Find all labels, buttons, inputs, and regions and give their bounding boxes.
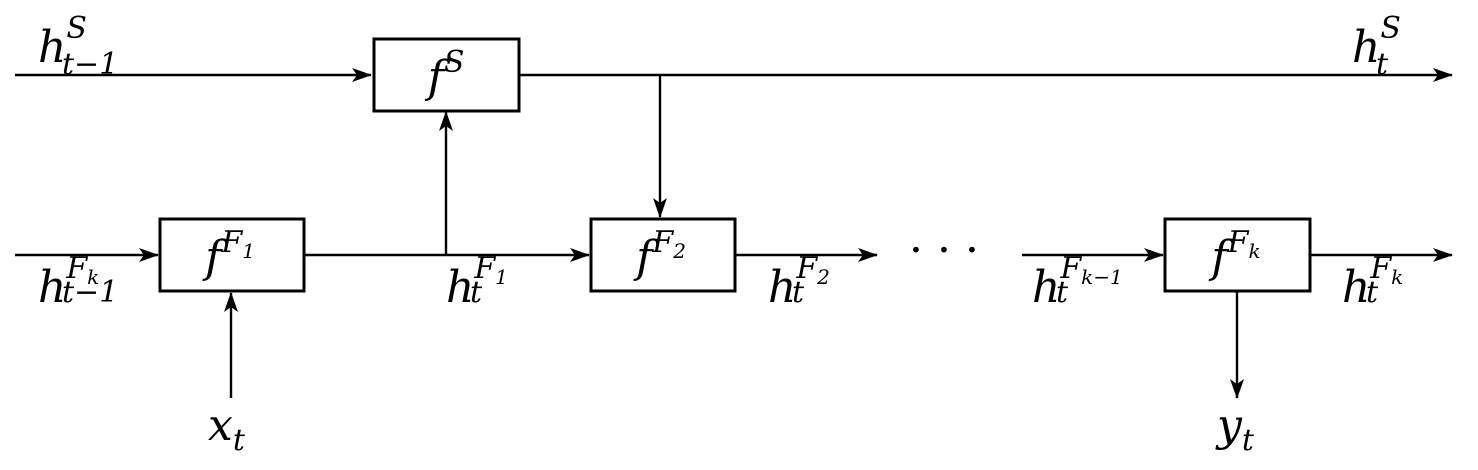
box-ff1: fF1 [158, 217, 306, 293]
label-hfk-out: hFkt [1342, 251, 1403, 313]
box-fs: fS [372, 37, 521, 113]
label-hfk-prev: hFkt−1 [38, 251, 118, 313]
box-ffk: fFk [1163, 217, 1312, 293]
svg-text:fFk: fFk [1208, 225, 1260, 283]
box-ff2: fF2 [589, 217, 737, 293]
label-hf1: hF1t [446, 251, 508, 313]
svg-text:fF1: fF1 [202, 225, 255, 283]
label-xt: xt [208, 400, 246, 458]
label-hfk-minus-1: hFk−1t [1032, 251, 1123, 313]
label-yt: yt [1215, 400, 1255, 458]
ellipsis: · · · [909, 225, 979, 276]
label-hf2: hF2t [768, 251, 830, 313]
connections [15, 68, 1453, 399]
